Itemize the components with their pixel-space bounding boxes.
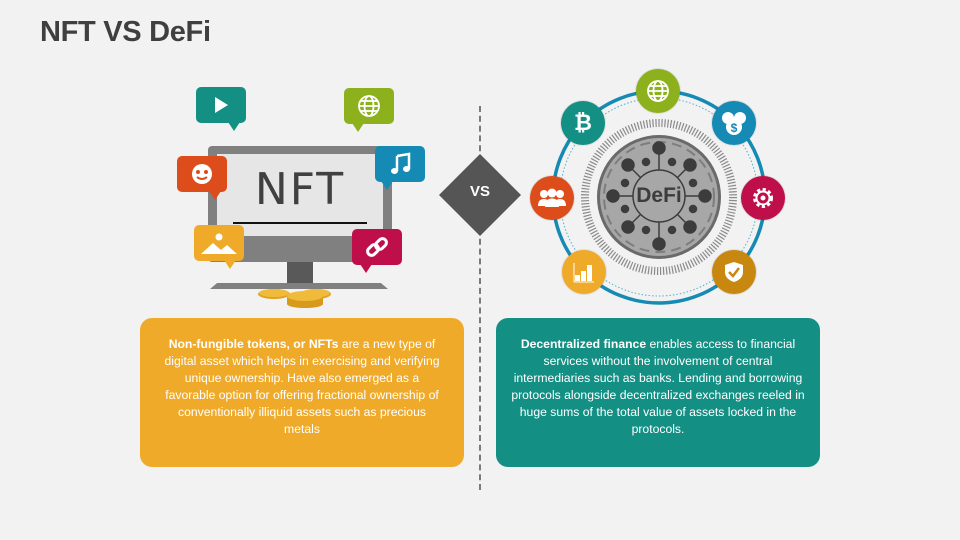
bitcoin-icon: ₿ [574,110,592,135]
image-icon [201,233,237,254]
shield-check-icon [725,262,743,282]
coins-icon [258,289,331,308]
node-shield [712,250,756,294]
defi-card-bold: Decentralized finance [520,337,647,351]
node-people [530,176,574,220]
divider-top [479,106,481,161]
play-icon [215,97,228,113]
page-title: NFT VS DeFi [40,16,211,48]
vs-label: VS [469,183,490,200]
defi-card-text: enables access to financial services wit… [511,337,805,436]
node-globe [636,69,680,113]
currency-coins-icon: $ [722,112,746,135]
defi-center-label: DeFi [636,184,682,207]
people-group-icon [538,188,566,207]
nft-monitor-label: NFT [254,164,346,215]
gear-icon [753,188,773,208]
globe-bubble [344,88,394,132]
node-chart [562,250,606,294]
divider-bottom [479,229,481,490]
globe-icon [358,95,380,117]
monitor-base [210,283,388,289]
nft-description-card: Non-fungible tokens, or NFTs are a new t… [140,318,464,467]
bar-chart-icon [573,263,594,283]
smiley-bubble [177,156,227,200]
nft-card-bold: Non-fungible tokens, or NFTs [168,337,339,351]
node-currency: $ [712,101,756,145]
globe-icon [647,80,669,102]
monitor-underline [233,222,367,224]
link-icon [366,237,388,257]
music-note-icon [391,152,411,174]
defi-network-icon [606,141,712,251]
image-bubble [194,225,244,269]
smiley-icon [192,164,212,184]
nft-card-text: are a new type of digital asset which he… [164,337,440,436]
defi-description-card: Decentralized finance enables access to … [496,318,820,467]
monitor-stand [287,262,313,284]
node-gear [741,176,785,220]
node-bitcoin: ₿ [561,101,605,145]
music-bubble [375,146,425,190]
play-bubble [196,87,246,131]
svg-text:$: $ [731,121,738,135]
link-bubble [352,229,402,273]
